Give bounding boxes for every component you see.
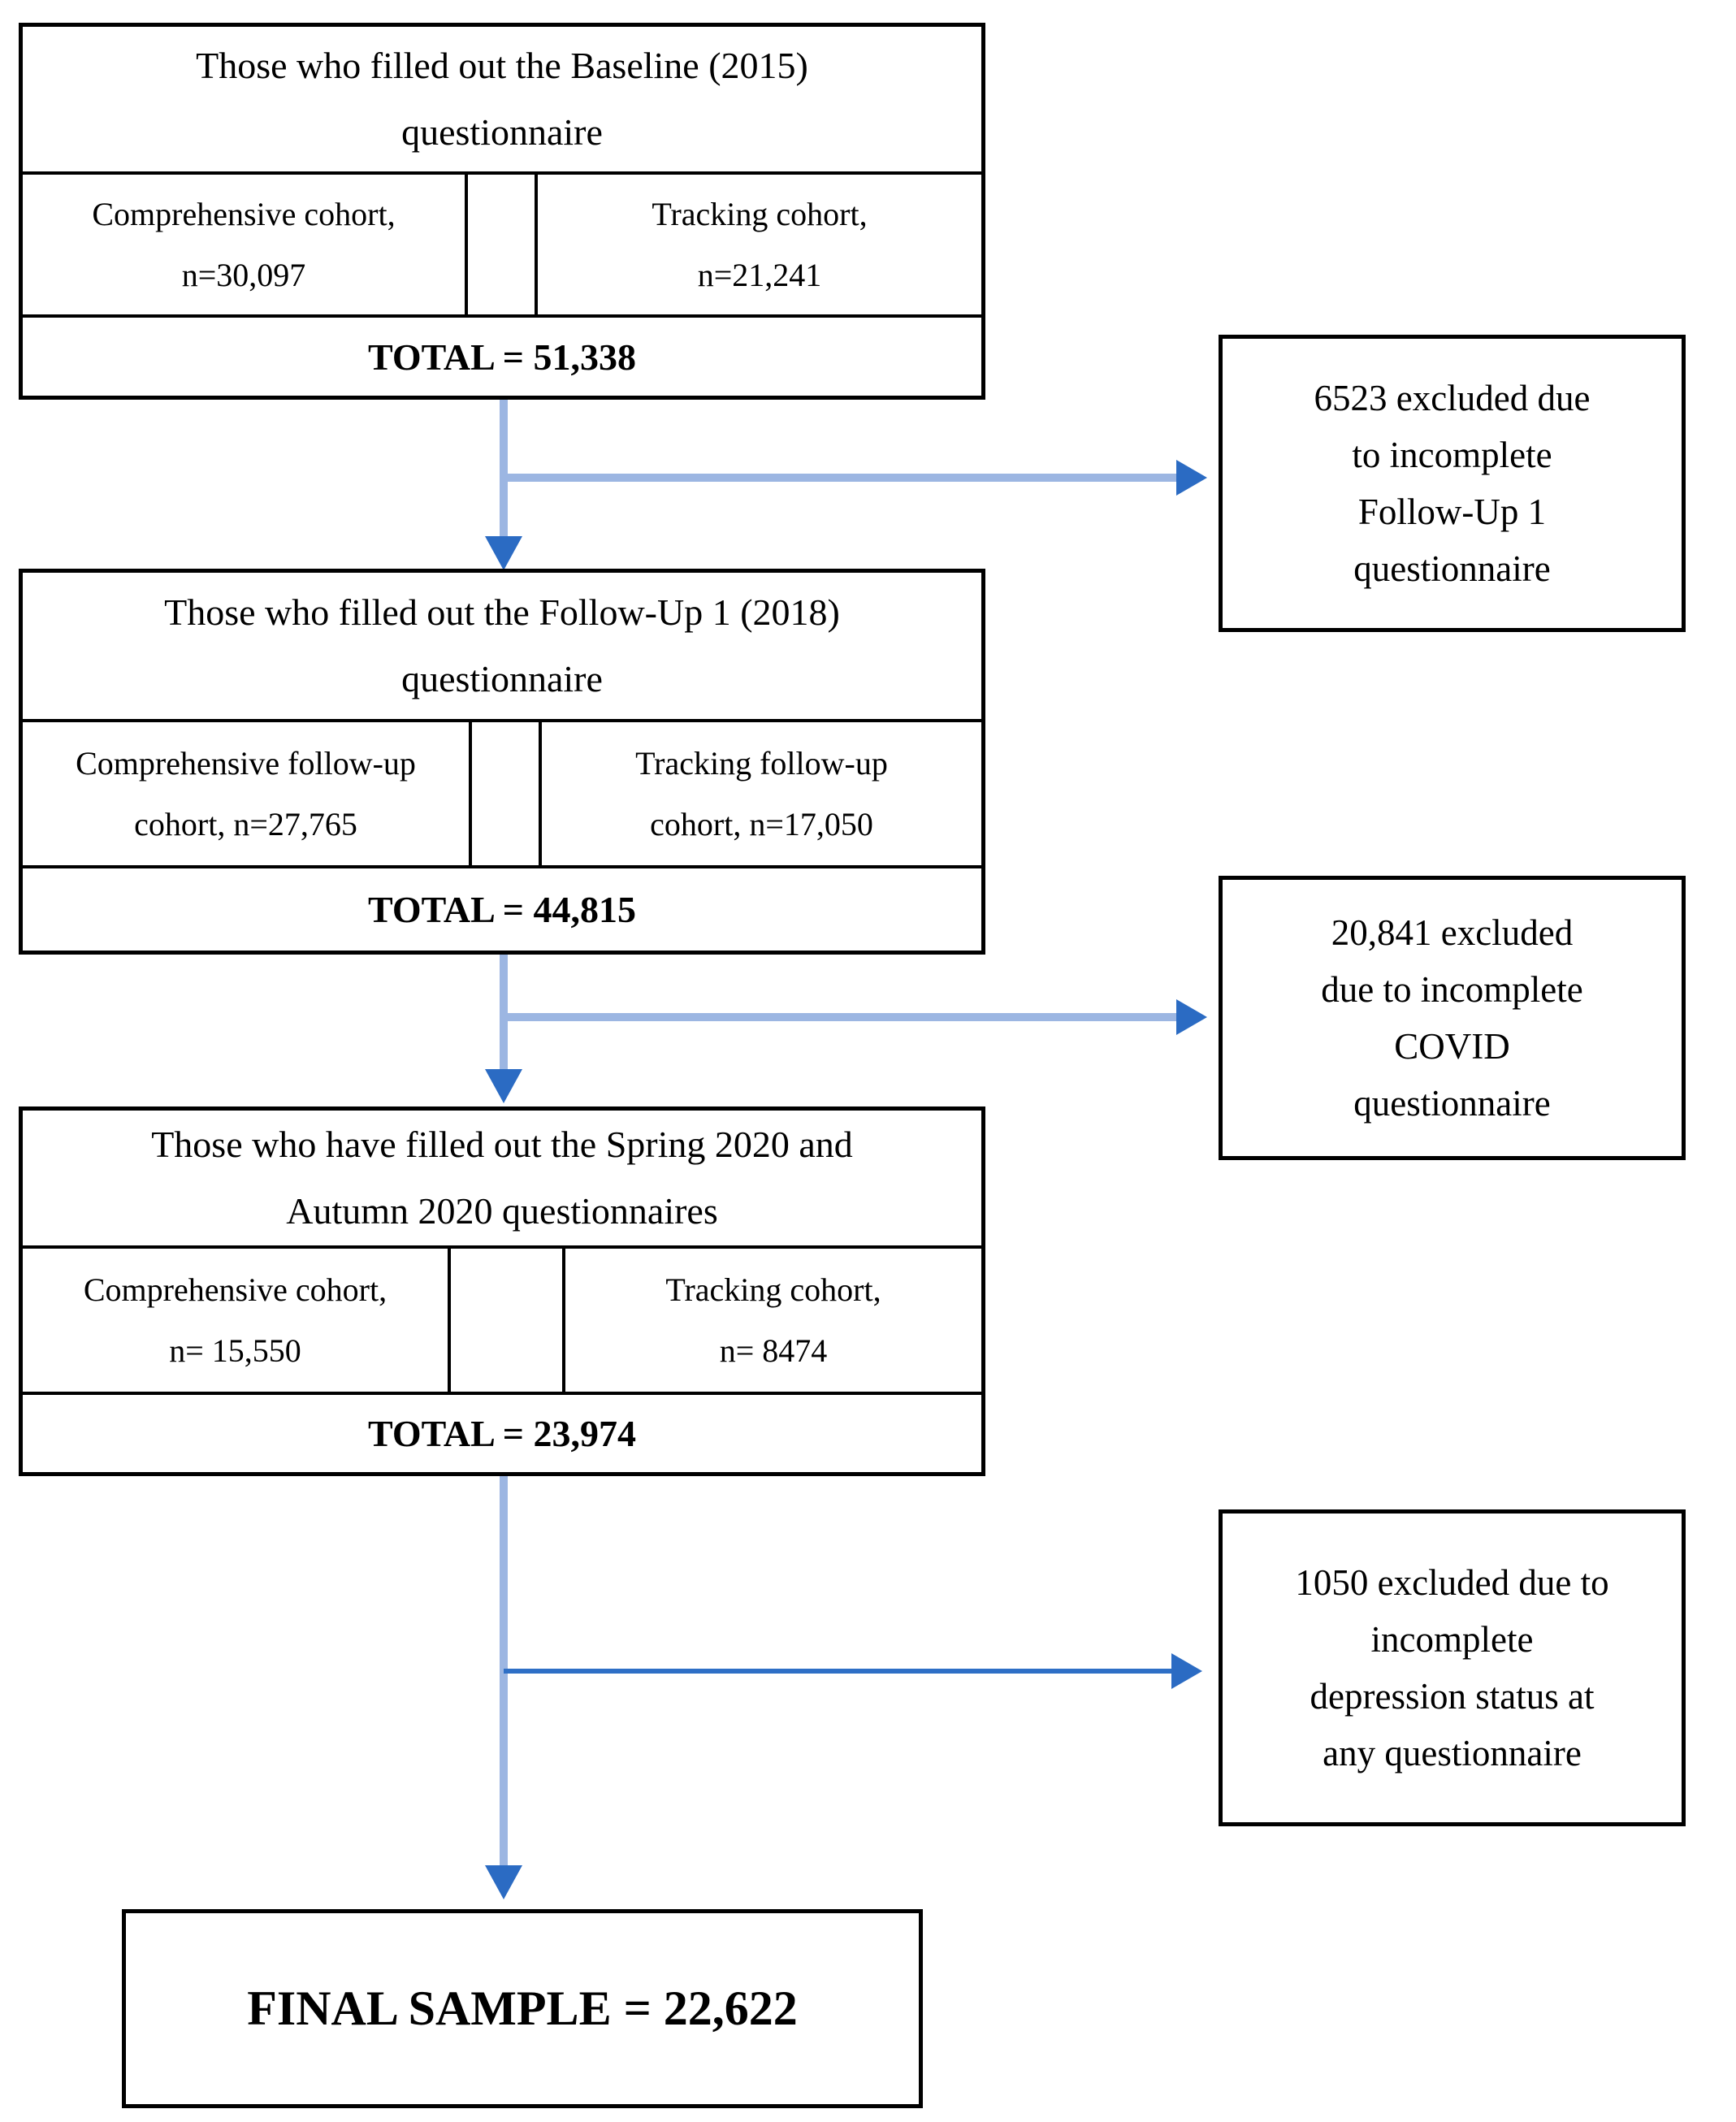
flow-arrow-down-1-line xyxy=(500,400,508,539)
branch-arrow-right-1-line xyxy=(504,474,1176,482)
exclusion-line: 20,841 excluded xyxy=(1331,912,1574,953)
final-sample-box: FINAL SAMPLE = 22,622 xyxy=(122,1909,923,2108)
stage-cohort-row: Comprehensive cohort, n=30,097 Tracking … xyxy=(23,175,981,314)
exclusion-line: Follow-Up 1 xyxy=(1357,492,1547,532)
stage-title: Those who have filled out the Spring 202… xyxy=(23,1111,981,1249)
cohort-cell-comprehensive: Comprehensive cohort, n=30,097 xyxy=(23,175,468,314)
cohort-cell-line: Tracking follow-up xyxy=(635,745,888,782)
stage-title: Those who filled out the Baseline (2015)… xyxy=(23,27,981,175)
exclusion-line: depression status at xyxy=(1310,1676,1595,1717)
exclusion-line: to incomplete xyxy=(1352,435,1552,475)
stage-title-line: questionnaire xyxy=(401,111,603,153)
exclusion-line: questionnaire xyxy=(1353,548,1551,589)
cohort-cell-line: n=21,241 xyxy=(697,257,822,293)
stage-box-2020-questionnaires: Those who have filled out the Spring 202… xyxy=(19,1106,985,1476)
cohort-cell-line: n= 8474 xyxy=(719,1332,828,1369)
stage-title-line: Autumn 2020 questionnaires xyxy=(286,1190,718,1232)
cohort-cell-tracking: Tracking cohort, n=21,241 xyxy=(535,175,981,314)
arrowhead-down-3 xyxy=(485,1865,522,1899)
exclusion-line: any questionnaire xyxy=(1323,1733,1582,1773)
arrowhead-down-2 xyxy=(485,1069,522,1103)
stage-box-followup1: Those who filled out the Follow-Up 1 (20… xyxy=(19,569,985,955)
stage-title: Those who filled out the Follow-Up 1 (20… xyxy=(23,573,981,722)
stage-total: TOTAL = 51,338 xyxy=(23,314,981,396)
arrowhead-right-1 xyxy=(1176,460,1207,496)
stage-title-line: questionnaire xyxy=(401,658,603,699)
stage-total: TOTAL = 44,815 xyxy=(23,865,981,951)
arrowhead-right-2 xyxy=(1176,999,1207,1035)
exclusion-line: 6523 excluded due xyxy=(1314,378,1591,418)
cell-spacer xyxy=(451,1249,562,1392)
exclusion-box-covid: 20,841 excluded due to incomplete COVID … xyxy=(1219,876,1686,1160)
cohort-cell-line: n= 15,550 xyxy=(169,1332,301,1369)
final-sample-label: FINAL SAMPLE = 22,622 xyxy=(247,1981,798,2035)
cohort-cell-tracking: Tracking cohort, n= 8474 xyxy=(562,1249,981,1392)
cohort-cell-comprehensive: Comprehensive cohort, n= 15,550 xyxy=(23,1249,451,1392)
cohort-cell-line: Comprehensive follow-up xyxy=(76,745,416,782)
stage-title-line: Those who filled out the Follow-Up 1 (20… xyxy=(164,591,840,633)
cohort-cell-tracking: Tracking follow-up cohort, n=17,050 xyxy=(539,722,981,865)
arrowhead-down-1 xyxy=(485,536,522,570)
branch-arrow-right-2-line xyxy=(504,1013,1176,1021)
cell-spacer xyxy=(472,722,539,865)
cohort-cell-comprehensive: Comprehensive follow-up cohort, n=27,765 xyxy=(23,722,472,865)
exclusion-line: 1050 excluded due to xyxy=(1295,1562,1609,1603)
exclusion-line: due to incomplete xyxy=(1321,969,1583,1010)
stage-title-line: Those who filled out the Baseline (2015) xyxy=(196,45,808,86)
cohort-cell-line: cohort, n=27,765 xyxy=(134,806,357,842)
cohort-cell-line: n=30,097 xyxy=(181,257,306,293)
cell-spacer xyxy=(468,175,535,314)
stage-box-baseline: Those who filled out the Baseline (2015)… xyxy=(19,23,985,400)
cohort-cell-line: cohort, n=17,050 xyxy=(650,806,873,842)
stage-total: TOTAL = 23,974 xyxy=(23,1392,981,1472)
cohort-cell-line: Comprehensive cohort, xyxy=(92,196,396,232)
stage-title-line: Those who have filled out the Spring 202… xyxy=(151,1124,853,1165)
exclusion-box-depression-status: 1050 excluded due to incomplete depressi… xyxy=(1219,1509,1686,1826)
cohort-cell-line: Tracking cohort, xyxy=(652,196,868,232)
stage-cohort-row: Comprehensive cohort, n= 15,550 Tracking… xyxy=(23,1249,981,1392)
exclusion-line: questionnaire xyxy=(1353,1083,1551,1124)
stage-cohort-row: Comprehensive follow-up cohort, n=27,765… xyxy=(23,722,981,865)
exclusion-line: COVID xyxy=(1394,1026,1510,1067)
branch-arrow-right-3-line xyxy=(504,1669,1171,1674)
exclusion-line: incomplete xyxy=(1370,1619,1534,1660)
arrowhead-right-3 xyxy=(1171,1653,1202,1689)
cohort-cell-line: Comprehensive cohort, xyxy=(83,1271,387,1308)
exclusion-box-followup1: 6523 excluded due to incomplete Follow-U… xyxy=(1219,335,1686,632)
cohort-cell-line: Tracking cohort, xyxy=(665,1271,881,1308)
